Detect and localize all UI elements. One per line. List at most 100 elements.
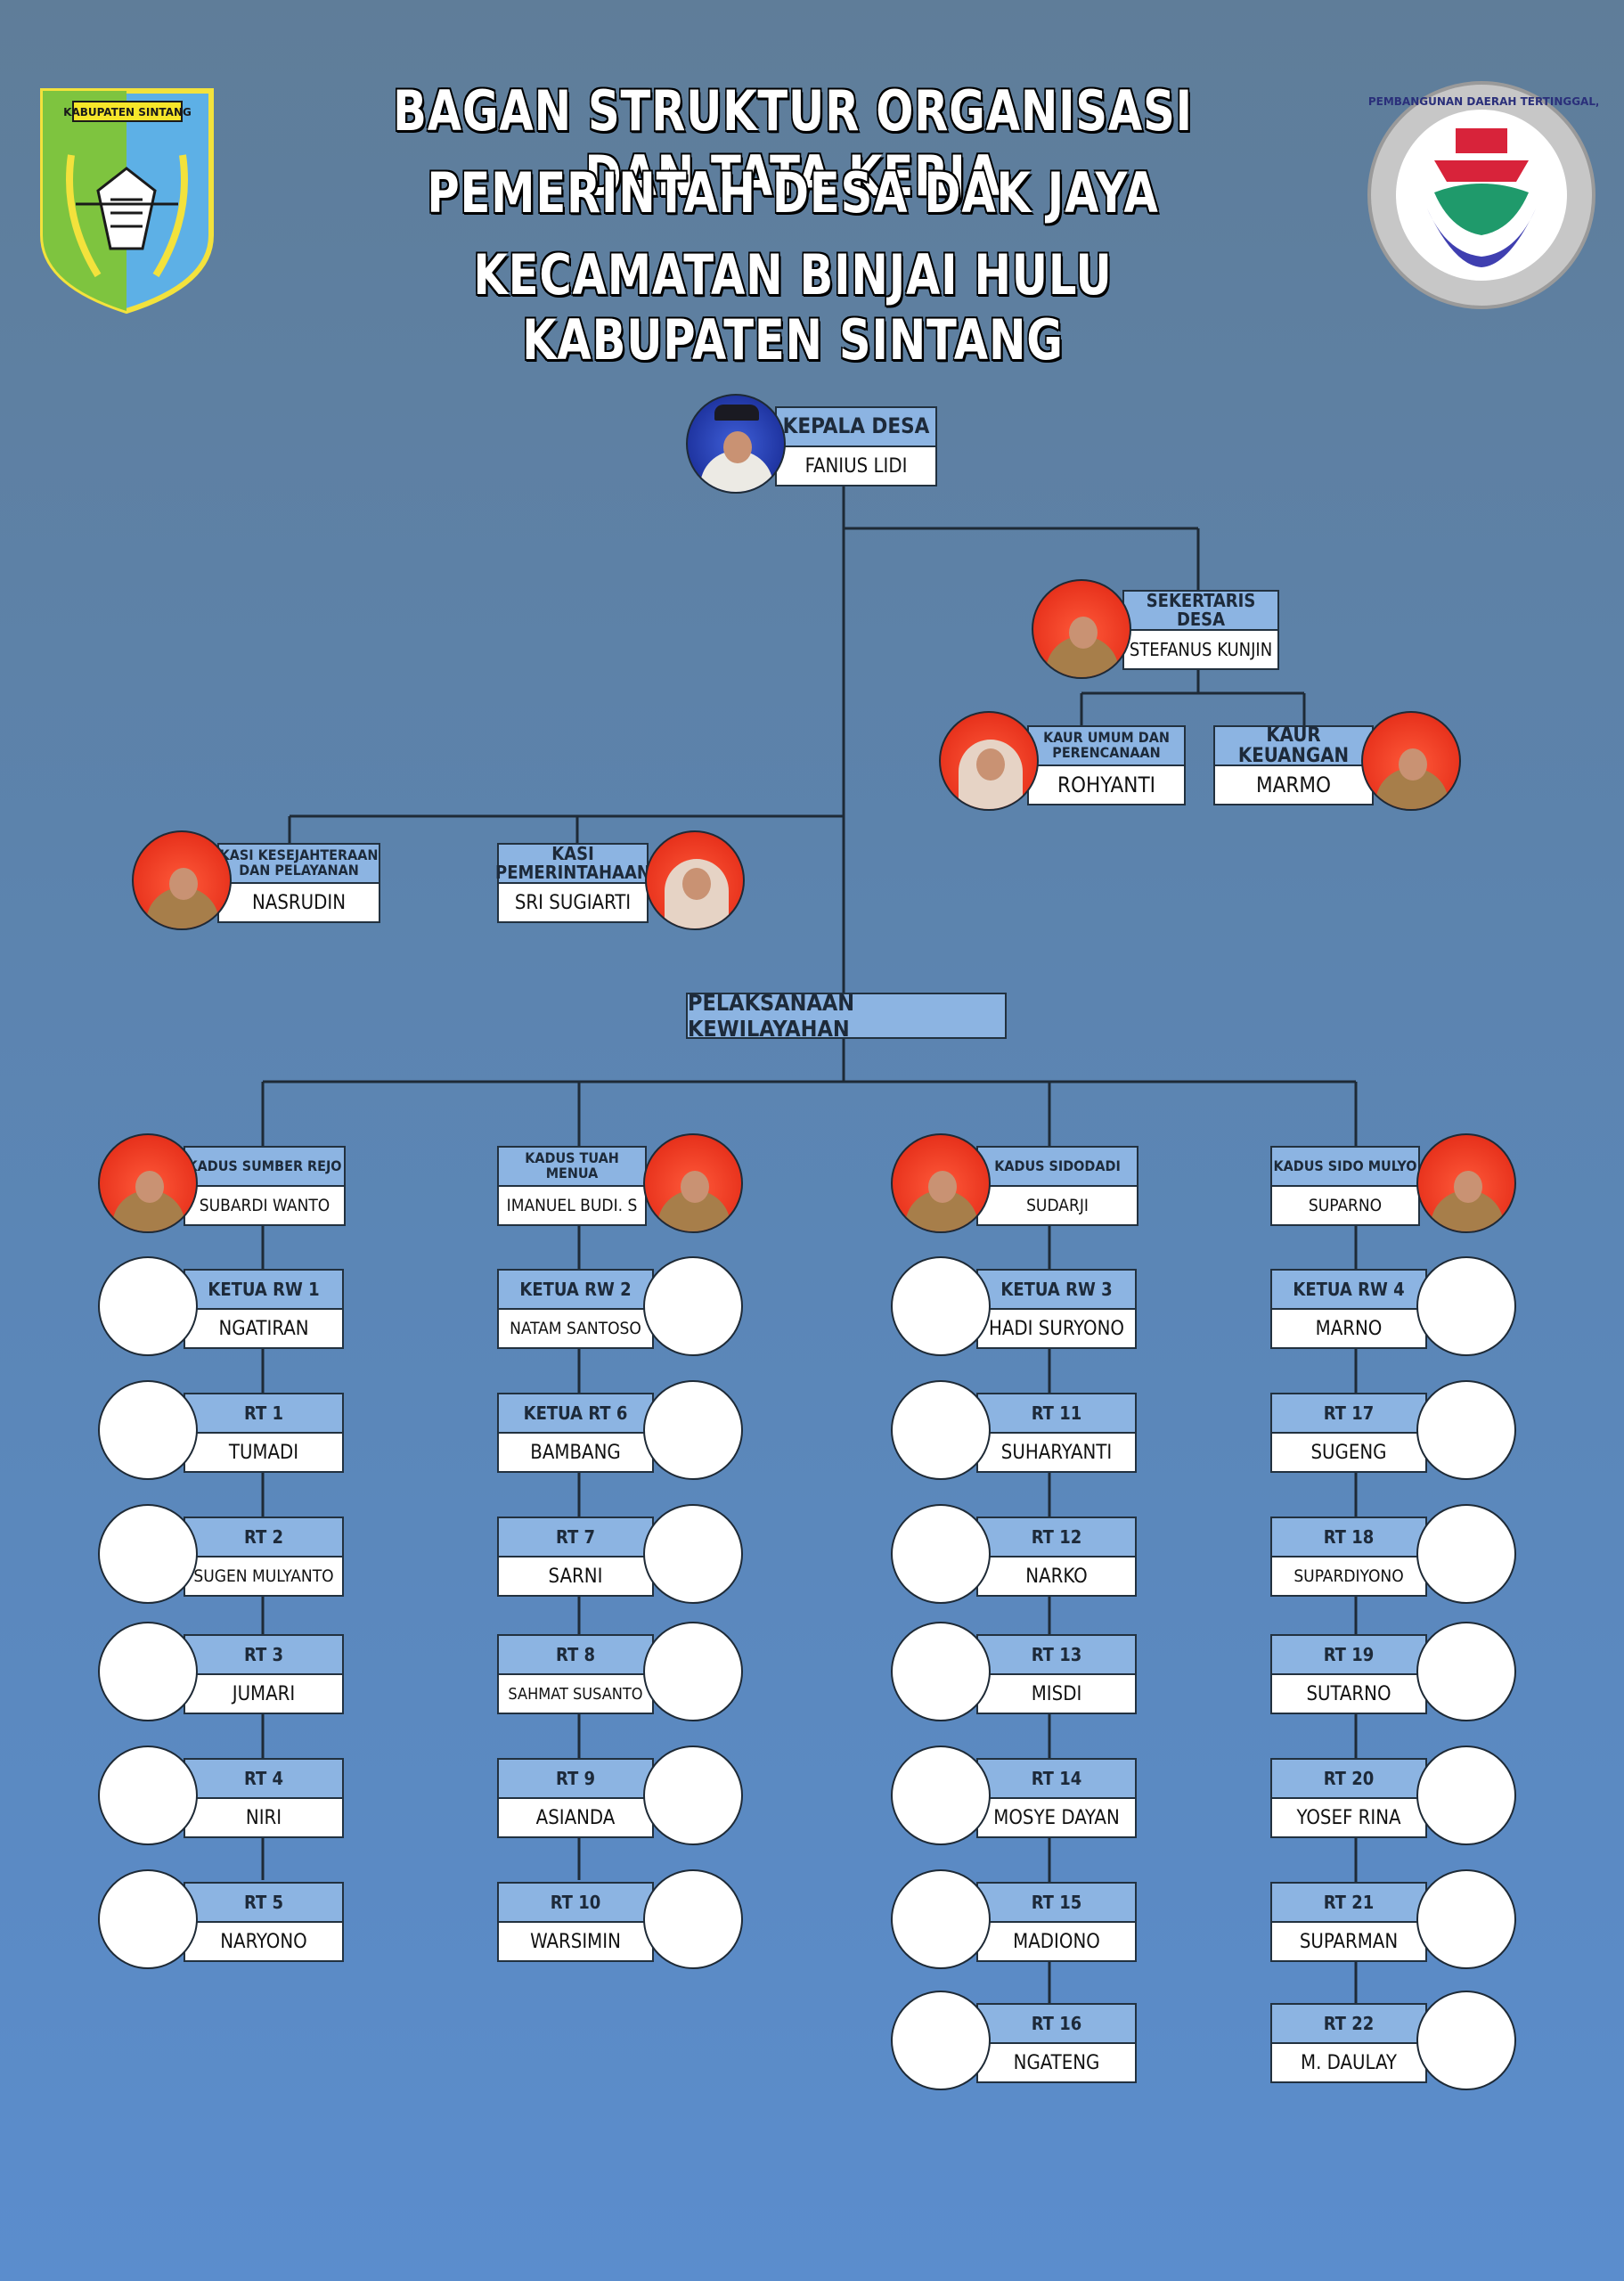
role-label: RT 2: [185, 1518, 342, 1557]
person-name: MADIONO: [978, 1923, 1135, 1960]
kabupaten-sintang-logo-icon: KABUPATEN SINTANG: [40, 88, 214, 315]
kaur-umum-box: KAUR UMUM DAN PERENCANAAN ROHYANTI: [1027, 725, 1186, 805]
kaur-keuangan-label: KAUR KEUANGAN: [1215, 725, 1372, 766]
person-name: NARKO: [978, 1557, 1135, 1595]
person-name: NARYONO: [185, 1923, 342, 1960]
title-line-3: KECAMATAN BINJAI HULU KABUPATEN SINTANG: [473, 242, 1113, 372]
person-name: HADI SURYONO: [978, 1310, 1135, 1347]
person-name: SARNI: [499, 1557, 652, 1595]
person-name: MISDI: [978, 1675, 1135, 1713]
photo-placeholder: [643, 1256, 743, 1356]
kasi-kesejahteraan-box: KASI KESEJAHTERAAN DAN PELAYANAN NASRUDI…: [217, 843, 380, 923]
photo-placeholder: [1416, 1380, 1516, 1480]
sekretaris-desa-photo: [1032, 579, 1131, 679]
photo-placeholder: [1416, 1869, 1516, 1969]
photo-placeholder: [891, 1256, 991, 1356]
role-label: RT 20: [1272, 1760, 1425, 1799]
person-name: NATAM SANTOSO: [499, 1310, 652, 1347]
kaur-umum-name: ROHYANTI: [1029, 766, 1184, 804]
kasi-pemerintahan-photo: [645, 830, 745, 930]
person-name: MOSYE DAYAN: [978, 1799, 1135, 1836]
role-label: RT 10: [499, 1884, 652, 1923]
photo-placeholder: [891, 1622, 991, 1721]
photo-placeholder: [643, 1622, 743, 1721]
photo-placeholder: [98, 1256, 198, 1356]
person-name: TUMADI: [185, 1434, 342, 1471]
pelaksanaan-kewilayahan-box: PELAKSANAAN KEWILAYAHAN: [686, 990, 1007, 1042]
photo-placeholder: [643, 1504, 743, 1604]
person-name: NIRI: [185, 1799, 342, 1836]
photo-placeholder: [98, 1622, 198, 1721]
person-name: SUTARNO: [1272, 1675, 1425, 1713]
role-label: RT 16: [978, 2005, 1135, 2044]
kaur-keuangan-name: MARMO: [1215, 766, 1372, 804]
kadus-label: KADUS SIDODADI: [978, 1148, 1137, 1187]
kadus-sidodadi-box: KADUS SIDODADI SUDARJI: [976, 1146, 1138, 1226]
person-name: SUHARYANTI: [978, 1434, 1135, 1471]
person-name: WARSIMIN: [499, 1923, 652, 1960]
kaur-keuangan-box: KAUR KEUANGAN MARMO: [1213, 725, 1374, 805]
photo-placeholder: [98, 1869, 198, 1969]
photo-placeholder: [643, 1745, 743, 1845]
kaur-umum-photo: [939, 711, 1039, 811]
kadus-name: IMANUEL BUDI. S: [499, 1187, 645, 1224]
kasi-kesejahteraan-photo: [132, 830, 232, 930]
kadus-name: SUPARNO: [1272, 1187, 1418, 1224]
kasi-kesejahteraan-label: KASI KESEJAHTERAAN DAN PELAYANAN: [219, 845, 379, 884]
kadus-name: SUBARDI WANTO: [185, 1187, 344, 1224]
photo-placeholder: [1416, 1991, 1516, 2090]
kasi-pemerintahan-name: SRI SUGIARTI: [499, 884, 647, 921]
photo-placeholder: [891, 1991, 991, 2090]
kepala-desa-box: KEPALA DESA FANIUS LIDI: [775, 406, 937, 486]
kadus-sumber-rejo-box: KADUS SUMBER REJO SUBARDI WANTO: [184, 1146, 346, 1226]
person-name: ASIANDA: [499, 1799, 652, 1836]
photo-placeholder: [643, 1869, 743, 1969]
person-name: SAHMAT SUSANTO: [499, 1675, 652, 1713]
kadus-label: KADUS SUMBER REJO: [185, 1148, 344, 1187]
person-name: SUPARDIYONO: [1272, 1557, 1425, 1595]
person-name: M. DAULAY: [1272, 2044, 1425, 2081]
photo-placeholder: [891, 1745, 991, 1845]
role-label: RT 18: [1272, 1518, 1425, 1557]
photo-placeholder: [1416, 1745, 1516, 1845]
kadus-sumber-rejo-photo: [98, 1133, 198, 1233]
sekretaris-desa-box: SEKERTARIS DESA STEFANUS KUNJIN: [1122, 590, 1279, 670]
kadus-sidodadi-photo: [891, 1133, 991, 1233]
role-label: KETUA RT 6: [499, 1394, 652, 1434]
role-label: KETUA RW 3: [978, 1271, 1135, 1310]
role-label: RT 19: [1272, 1636, 1425, 1675]
kadus-label: KADUS SIDO MULYO: [1272, 1148, 1418, 1187]
person-name: MARNO: [1272, 1310, 1425, 1347]
role-label: RT 17: [1272, 1394, 1425, 1434]
photo-placeholder: [891, 1869, 991, 1969]
person-name: SUPARMAN: [1272, 1923, 1425, 1960]
role-label: RT 14: [978, 1760, 1135, 1799]
role-label: RT 11: [978, 1394, 1135, 1434]
kaur-umum-label: KAUR UMUM DAN PERENCANAAN: [1029, 727, 1184, 766]
role-label: RT 3: [185, 1636, 342, 1675]
kasi-kesejahteraan-name: NASRUDIN: [219, 884, 379, 921]
photo-placeholder: [98, 1504, 198, 1604]
photo-placeholder: [1416, 1256, 1516, 1356]
kadus-name: SUDARJI: [978, 1187, 1137, 1224]
title-line-2: PEMERINTAH DESA DAK JAYA: [427, 160, 1159, 225]
role-label: RT 15: [978, 1884, 1135, 1923]
kasi-pemerintahan-box: KASI PEMERINTAHAAN SRI SUGIARTI: [495, 843, 650, 923]
